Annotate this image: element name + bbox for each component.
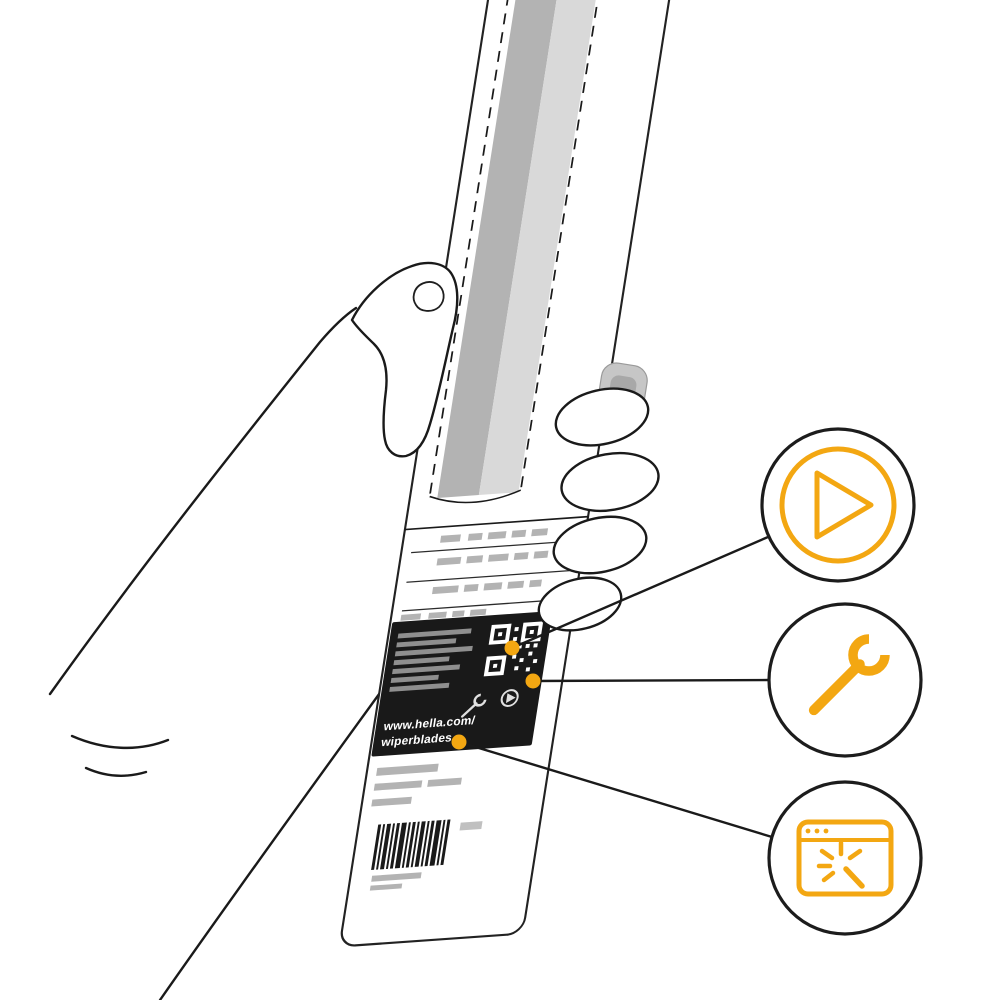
callout-line-play xyxy=(511,535,769,650)
fingertip-4 xyxy=(537,576,623,632)
callout-line-wrench xyxy=(532,678,770,683)
fingertip-2 xyxy=(560,451,660,513)
mini-wrench-icon xyxy=(461,693,487,718)
fine-print-placeholder xyxy=(400,528,575,621)
mini-play-icon xyxy=(500,689,519,707)
play-icon xyxy=(814,470,874,540)
label-url-line2: wiperblades xyxy=(379,730,453,749)
barcode xyxy=(369,819,483,891)
fingertip-3 xyxy=(552,515,648,575)
wrench-icon xyxy=(808,634,890,716)
callout-dot-play xyxy=(504,640,520,656)
callout-dot-browser xyxy=(451,734,467,750)
callout-dots xyxy=(451,640,541,750)
callout-lines xyxy=(458,535,773,839)
sleeve-top-edge xyxy=(404,515,589,531)
wrist-crease xyxy=(70,734,170,750)
qr-code xyxy=(483,621,544,677)
wiper-package: www.hella.com/ wiperblades xyxy=(340,0,683,947)
fingers-outline xyxy=(537,387,660,632)
product-info-label: www.hella.com/ wiperblades xyxy=(371,611,553,757)
hand-arm-outline xyxy=(48,306,400,1000)
callout-line-browser xyxy=(458,740,773,839)
thumb-nail xyxy=(412,281,445,312)
play-badge xyxy=(760,427,916,583)
label-text-placeholder xyxy=(389,628,473,692)
wiper-blade-graphic xyxy=(428,0,613,504)
address-placeholder xyxy=(371,763,462,807)
label-url-line1: www.hella.com/ xyxy=(382,713,477,733)
browser-badge xyxy=(767,780,923,936)
wrist-crease xyxy=(84,766,148,777)
browser-dots xyxy=(805,828,829,834)
click-cursor-icon xyxy=(816,840,865,889)
browser-window-icon xyxy=(796,819,894,897)
wrench-badge xyxy=(767,602,923,758)
fingertip-1 xyxy=(554,387,650,447)
callout-dot-wrench xyxy=(525,673,541,689)
thumb-outline xyxy=(350,261,459,458)
